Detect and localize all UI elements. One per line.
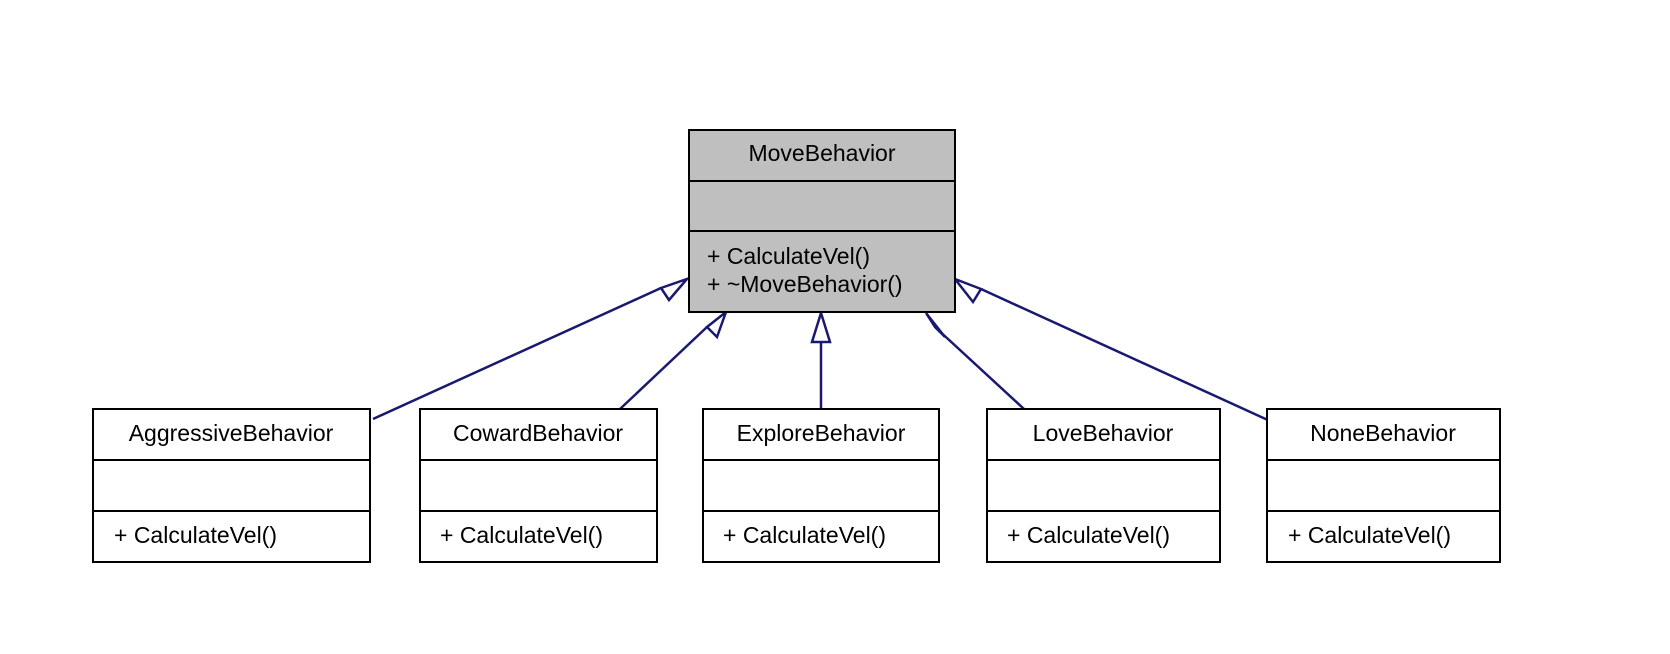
class-name: LoveBehavior [1033, 420, 1174, 446]
class-name: NoneBehavior [1310, 420, 1456, 446]
edge-aggressive-to-base [372, 286, 662, 421]
class-box-frame [986, 408, 1221, 563]
class-box-frame [702, 408, 940, 563]
edge-coward-to-base [619, 326, 708, 410]
class-box-lovebehavior: LoveBehavior + CalculateVel() [986, 408, 1221, 563]
edge-none-arrowhead [951, 276, 983, 305]
class-box-nonebehavior: NoneBehavior + CalculateVel() [1266, 408, 1501, 563]
class-method: + CalculateVel() [707, 243, 870, 269]
class-box-frame [419, 408, 658, 563]
edge-none-to-base [980, 287, 1271, 423]
edge-coward-arrowhead [705, 308, 729, 340]
inheritance-edges [372, 276, 1271, 423]
class-box-aggressivebehavior: AggressiveBehavior + CalculateVel() [92, 408, 371, 563]
class-box-explorebehavior: ExploreBehavior + CalculateVel() [702, 408, 940, 563]
edge-love-arrowhead [924, 312, 946, 338]
edge-aggressive-arrowhead [659, 276, 691, 303]
class-name: AggressiveBehavior [129, 420, 334, 446]
class-box-frame [688, 129, 956, 313]
class-method: + ~MoveBehavior() [707, 271, 903, 297]
class-box-cowardbehavior: CowardBehavior + CalculateVel() [419, 408, 658, 563]
class-method: + CalculateVel() [114, 522, 277, 548]
class-name: ExploreBehavior [737, 420, 906, 446]
class-box-movebehavior: MoveBehavior + CalculateVel() + ~MoveBeh… [688, 129, 956, 313]
class-name: CowardBehavior [453, 420, 623, 446]
class-method: + CalculateVel() [1007, 522, 1170, 548]
class-name: MoveBehavior [748, 140, 895, 166]
class-box-frame [92, 408, 371, 563]
class-box-frame [1266, 408, 1501, 563]
edge-explore-arrowhead [810, 308, 832, 344]
class-method: + CalculateVel() [723, 522, 886, 548]
class-method: + CalculateVel() [440, 522, 603, 548]
class-method: + CalculateVel() [1288, 522, 1451, 548]
edge-love-to-base [934, 326, 1025, 410]
